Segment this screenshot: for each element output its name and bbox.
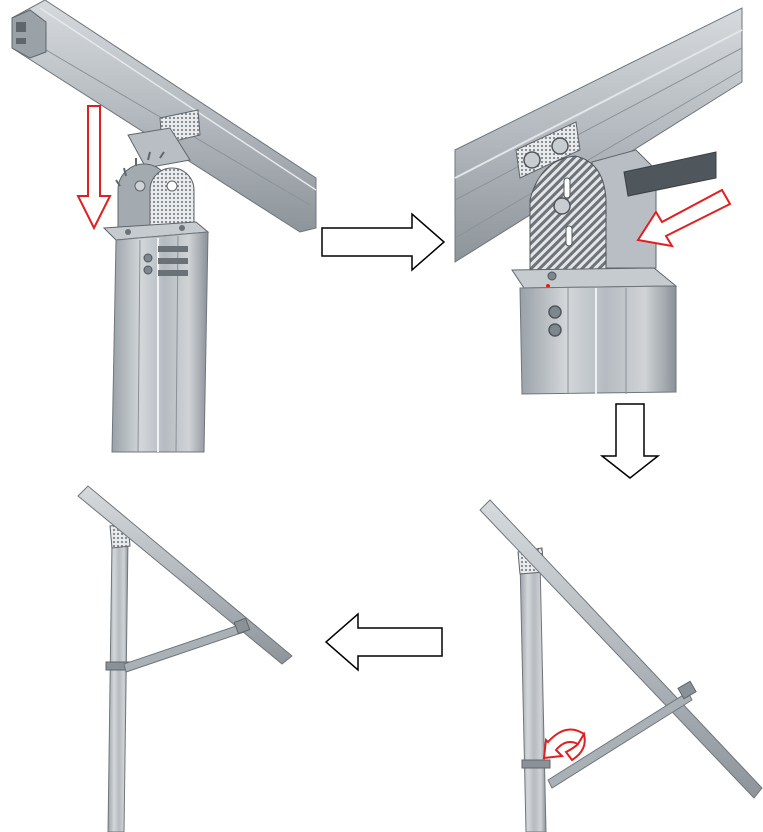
brace-end [623,151,717,197]
flow-arrow-left-icon [324,612,443,672]
tilt-disc-front [149,167,195,233]
diagonal-arrow-icon [636,188,732,248]
rail [77,485,293,665]
step-2-panel [454,7,743,395]
post-cap-plate [511,267,678,289]
post [107,539,129,832]
saddle-bracket [127,127,191,169]
down-arrow-icon [76,105,112,231]
flow-arrow-down-icon [599,403,661,479]
post [519,285,677,395]
rail [479,499,763,799]
rotate-arrow-icon [542,728,586,762]
tilt-plate [529,155,607,271]
rail [454,7,743,263]
flow-arrow-right-icon [321,212,446,272]
step-3-panel [479,499,763,832]
brace [547,691,693,789]
post [111,231,209,453]
step-1-panel [11,0,317,453]
post [519,559,547,832]
step-4-panel [77,485,293,832]
brace [123,623,245,673]
